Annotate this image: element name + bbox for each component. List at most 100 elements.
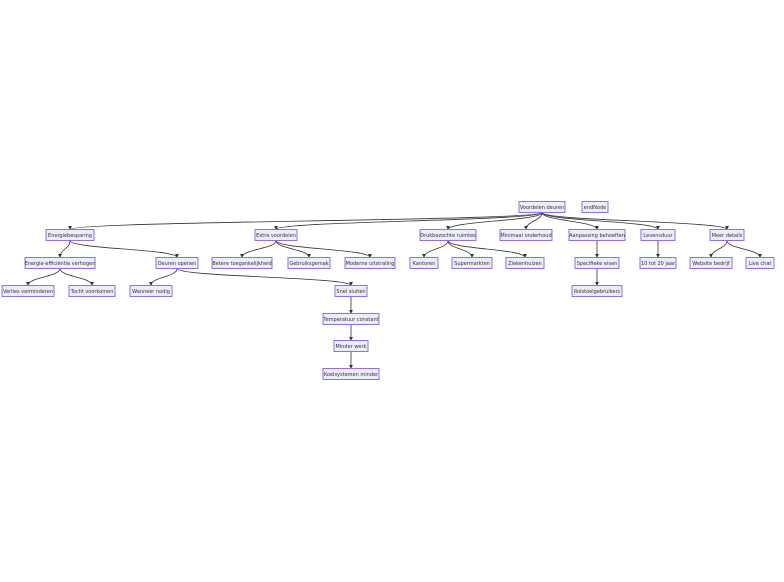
node-levensduur: Levensduur [640, 229, 676, 241]
node-box [45, 229, 95, 241]
edge-extra-voordelen-to-gebruiksgemak [275, 240, 311, 258]
node-label: 10 tot 20 jaar [641, 261, 676, 267]
node-box [419, 229, 477, 241]
node-label: Minder werk [336, 344, 367, 350]
node-box [571, 285, 623, 297]
node-energie-efficientie: Energie-efficiëntie verhogen [24, 257, 96, 269]
node-box [409, 257, 439, 269]
node-box [287, 257, 331, 269]
node-box [689, 257, 733, 269]
node-box [334, 285, 368, 297]
node-box [322, 313, 380, 325]
node-energiebesparing: Energiebesparing [45, 229, 95, 241]
node-ziekenhuizen: Ziekenhuizen [505, 257, 545, 269]
node-box [129, 285, 173, 297]
edge-root-to-drukbezochte-ruimtes [446, 212, 543, 230]
node-moderne-uitstraling: Moderne uitstraling [344, 257, 396, 269]
node-box [640, 229, 676, 241]
node-label: Temperatuur constant [322, 317, 378, 323]
node-box [518, 201, 566, 213]
node-label: Specifieke eisen [577, 261, 618, 267]
node-box [499, 229, 553, 241]
node-betere-toegankelijkheid: Betere toegankelijkheid [211, 257, 273, 269]
node-deuren-openen: Deuren openen [155, 257, 199, 269]
edge-extra-voordelen-to-betere-toegankelijkheid [240, 240, 277, 258]
node-box [505, 257, 545, 269]
node-label: Drukbezochte ruimtes [420, 233, 476, 239]
node-label: Moderne uitstraling [346, 261, 395, 267]
node-temperatuur-constant: Temperatuur constant [322, 313, 380, 325]
node-label: Snel sluiten [336, 289, 365, 295]
node-snel-sluiten: Snel sluiten [334, 285, 368, 297]
node-minder-werk: Minder werk [333, 340, 369, 352]
node-box [344, 257, 396, 269]
node-website-bedrijf: Website bedrijf [689, 257, 733, 269]
edge-drukbezochte-ruimtes-to-supermarkten [447, 240, 474, 258]
node-verlies-verminderen: Verlies verminderen [1, 285, 55, 297]
edge-root-to-levensduur [541, 212, 660, 230]
node-label: Betere toegankelijkheid [212, 261, 271, 267]
edge-root-to-minimaal-onderhoud [524, 212, 543, 230]
node-label: Tocht voorkomen [70, 289, 114, 295]
edge-root-to-extra-voordelen [274, 212, 543, 230]
node-box [451, 257, 493, 269]
node-tocht-voorkomen: Tocht voorkomen [68, 285, 116, 297]
node-label: Kantoren [413, 261, 436, 267]
node-wanneer-nodig: Wanneer nodig [129, 285, 173, 297]
node-box [574, 257, 620, 269]
node-label: Rolstoelgebruikers [574, 289, 621, 295]
edge-energie-efficientie-to-verlies-verminderen [26, 268, 61, 286]
edge-energiebesparing-to-deuren-openen [69, 240, 179, 258]
node-root: Voordelen deuren [518, 201, 566, 213]
node-label: Deuren openen [158, 261, 197, 267]
edge-drukbezochte-ruimtes-to-ziekenhuizen [447, 240, 527, 258]
edge-root-to-meer-details [541, 212, 729, 230]
edge-meer-details-to-website-bedrijf [709, 240, 728, 258]
node-box [68, 285, 116, 297]
edge-energiebesparing-to-energie-efficientie [58, 240, 71, 258]
edge-meer-details-to-live-chat [726, 240, 762, 258]
node-drukbezochte-ruimtes: Drukbezochte ruimtes [419, 229, 477, 241]
node-live-chat: Live chat [745, 257, 775, 269]
node-box [211, 257, 273, 269]
node-box [155, 257, 199, 269]
node-kantoren: Kantoren [409, 257, 439, 269]
node-gebruiksgemak: Gebruiksgemak [287, 257, 331, 269]
node-endnode: endNode [581, 201, 609, 213]
node-label: Extra voordelen [256, 233, 296, 239]
node-box [254, 229, 298, 241]
node-box [568, 229, 626, 241]
node-label: Aanpassing behoeften [569, 233, 625, 239]
node-label: Levensduur [643, 233, 673, 239]
node-label: Meer details [712, 233, 743, 239]
edge-root-to-energiebesparing [68, 212, 543, 230]
node-minimaal-onderhoud: Minimaal onderhoud [499, 229, 553, 241]
node-label: Wanneer nodig [132, 289, 170, 295]
edge-root-to-aanpassing-behoeften [541, 212, 599, 230]
node-label: Live chat [749, 261, 772, 267]
node-label: Ziekenhuizen [508, 261, 541, 267]
edges-layer [26, 212, 762, 369]
node-box [581, 201, 609, 213]
edge-energie-efficientie-to-tocht-voorkomen [59, 268, 94, 286]
node-jaar-10-20: 10 tot 20 jaar [639, 257, 677, 269]
node-supermarkten: Supermarkten [451, 257, 493, 269]
node-label: Website bedrijf [692, 261, 730, 267]
node-specifieke-eisen: Specifieke eisen [574, 257, 620, 269]
node-aanpassing-behoeften: Aanpassing behoeften [568, 229, 626, 241]
node-label: Energiebesparing [48, 233, 92, 239]
node-box [333, 340, 369, 352]
node-box [709, 229, 745, 241]
node-box [322, 368, 380, 380]
node-box [639, 257, 677, 269]
node-label: Minimaal onderhoud [500, 233, 551, 239]
node-label: Koelsystemen minder [324, 372, 379, 378]
edge-extra-voordelen-to-moderne-uitstraling [275, 240, 372, 258]
node-label: Energie-efficiëntie verhogen [25, 261, 96, 267]
node-box [24, 257, 96, 269]
node-box [745, 257, 775, 269]
node-rolstoelgebruikers: Rolstoelgebruikers [571, 285, 623, 297]
node-label: Gebruiksgemak [289, 261, 328, 267]
node-label: Supermarkten [454, 261, 490, 267]
node-label: Verlies verminderen [3, 289, 53, 295]
